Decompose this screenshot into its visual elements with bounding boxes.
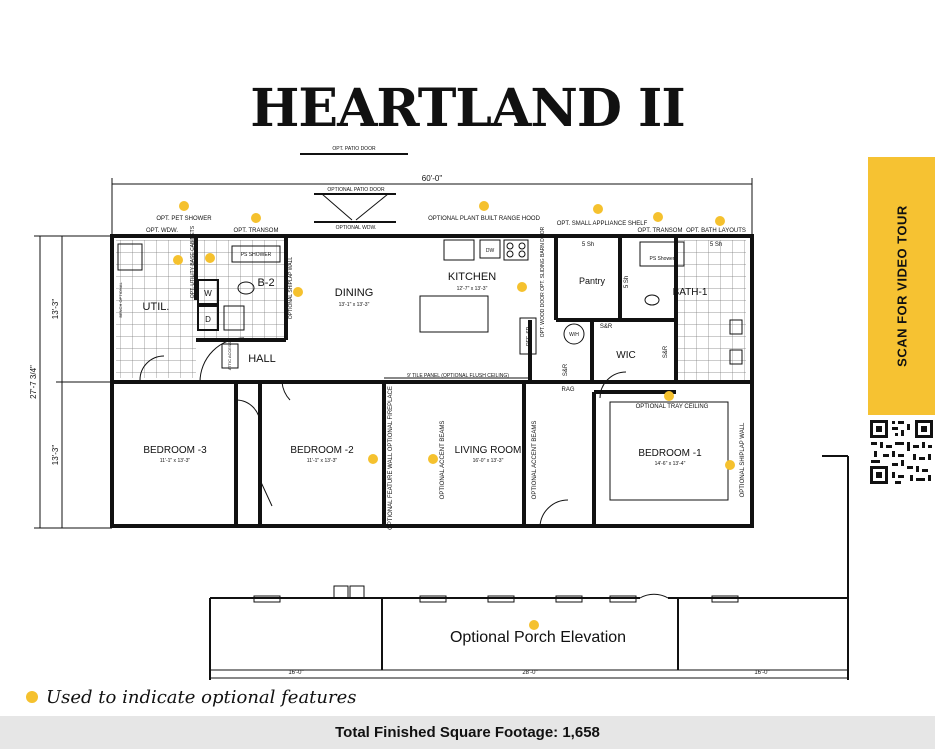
exterior-walls	[110, 234, 754, 528]
bedroom2-size: 11'-1" x 13'-3"	[307, 458, 338, 464]
optional-dot	[293, 287, 303, 297]
side-shelf-label: 5 Sh	[624, 276, 630, 288]
opt-pet-shower-label: OPT. PET SHOWER	[156, 216, 212, 222]
porch-outline: Optional Porch Elevation 16'-0" 28'-0" 1…	[209, 455, 849, 680]
bottom-depth-label: 13'-3"	[51, 445, 60, 466]
optional-dot	[428, 454, 438, 464]
opt-tray-ceiling-label: OPTIONAL TRAY CEILING	[636, 404, 709, 410]
util-label: UTIL.	[143, 301, 170, 313]
opt-appliance-shelf-label: OPT. SMALL APPLIANCE SHELF	[557, 221, 648, 227]
opt-utility-base-label: OPT. UTILITY BASE CABINETS	[190, 225, 196, 298]
door-swings	[139, 337, 627, 527]
fixtures: PS SHOWER W D B-2 DW REF. SP. W/H PS Sho…	[117, 239, 743, 393]
patio-door-detail: OPT. PATIO DOOR OPTIONAL PATIO DOOR	[300, 146, 408, 223]
bedroom1-label: BEDROOM -1	[638, 448, 702, 459]
ps-shower-right-label: PS Shower	[649, 256, 674, 262]
ref-label: REF. SP.	[526, 326, 532, 346]
dining-label: DINING	[335, 287, 374, 299]
sr-label-1: S&R	[600, 324, 613, 330]
optional-dot	[205, 253, 215, 263]
opt-wdw-label: OPT. WDW.	[146, 228, 178, 234]
optional-dot	[593, 204, 603, 214]
porch-left-dimension: 16'-0"	[288, 670, 303, 676]
pantry-label: Pantry	[579, 276, 606, 286]
bath1-label: BATH-1	[673, 287, 708, 298]
bedroom3-label: BEDROOM -3	[143, 445, 207, 456]
kitchen-label: KITCHEN	[448, 271, 496, 283]
sr-label-3: S&R	[563, 363, 569, 376]
rag-label: RAG	[561, 387, 574, 393]
opt-bath-layouts-label: OPT. BATH LAYOUTS	[686, 228, 746, 234]
porch-right-dimension: 16'-0"	[754, 670, 769, 676]
room-labels: UTIL. DINING 13'-1" x 13'-3" KITCHEN 12'…	[143, 271, 708, 467]
b2-label: B-2	[257, 277, 274, 289]
depth-dimensions: 27'-7 3/4" 13'-3" 13'-3"	[29, 235, 112, 529]
opt-plant-range-label: OPTIONAL PLANT BUILT RANGE HOOD	[428, 216, 540, 222]
ps-shower-left-label: PS SHOWER	[241, 252, 272, 258]
video-tour-label: SCAN FOR VIDEO TOUR	[894, 205, 909, 367]
qr-code[interactable]	[868, 418, 935, 486]
legend-dot-icon	[26, 691, 38, 703]
video-tour-banner[interactable]: SCAN FOR VIDEO TOUR	[868, 157, 935, 415]
overall-width-dimension: 60'-0"	[111, 174, 753, 234]
footer-bar: Total Finished Square Footage: 1,658	[0, 716, 935, 749]
opt-accent-beams-right-label: OPTIONAL ACCENT BEAMS	[532, 421, 538, 500]
opt-patio-door-top-label: OPT. PATIO DOOR	[332, 146, 376, 152]
washer-label: W	[204, 289, 212, 298]
opt-patio-door-label: OPTIONAL PATIO DOOR	[327, 187, 385, 193]
porch-center-dimension: 28'-0"	[522, 670, 537, 676]
opt-dining-wdw-label: OPTIONAL WDW.	[336, 225, 377, 231]
wic-label: WIC	[616, 350, 635, 361]
optional-dot	[368, 454, 378, 464]
bedroom1-size: 14'-6" x 13'-4"	[655, 461, 686, 467]
optional-dot	[653, 212, 663, 222]
bedroom3-size: 11'-1" x 13'-3"	[160, 458, 191, 464]
dining-size: 13'-1" x 13'-3"	[339, 302, 370, 308]
legend: Used to indicate optional features	[26, 684, 357, 710]
bench-optional-label: BENCH OPTIONAL	[118, 282, 123, 318]
optional-dot	[725, 460, 735, 470]
overall-width-label: 60'-0"	[422, 174, 443, 183]
optional-dot	[479, 201, 489, 211]
plan-title: HEARTLAND II	[250, 78, 685, 139]
opt-shiplap-bed1-label: OPTIONAL SHIPLAP WALL	[740, 422, 746, 497]
opt-accent-beams-left-label: OPTIONAL ACCENT BEAMS	[440, 421, 446, 500]
dw-label: DW	[486, 248, 495, 254]
living-room-label: LIVING ROOM	[455, 445, 522, 456]
optional-dot	[179, 201, 189, 211]
bath-shelf-label: 5 Sh	[710, 242, 722, 248]
bath1-tile	[676, 240, 746, 380]
porch-label: Optional Porch Elevation	[450, 629, 626, 646]
optional-dot	[173, 255, 183, 265]
bedroom2-label: BEDROOM -2	[290, 445, 354, 456]
kitchen-size: 12'-7" x 13'-3"	[457, 286, 488, 292]
opt-transom-right-label: OPT. TRANSOM	[638, 228, 683, 234]
util-tile	[116, 240, 196, 378]
opt-shiplap-b2-label: OPTIONAL SHIPLAP WALL	[288, 257, 294, 320]
attic-access-label: ATTIC ACCESS	[227, 341, 232, 370]
optional-dot	[251, 213, 261, 223]
pantry-shelf-label: 5 Sh	[582, 242, 594, 248]
sr-label-2: S&R	[663, 345, 669, 358]
total-square-footage: Total Finished Square Footage: 1,658	[335, 724, 600, 741]
opt-transom-left-label: OPT. TRANSOM	[234, 228, 279, 234]
legend-text: Used to indicate optional features	[46, 686, 357, 708]
ceiling-panel-label: 9' TILE PANEL (OPTIONAL FLUSH CEILING)	[407, 373, 509, 379]
top-depth-label: 13'-3"	[51, 299, 60, 320]
living-room-size: 16'-0" x 13'-3"	[473, 458, 504, 464]
opt-barn-door-label: OPT. WOOD DOOR OPT. SLIDING BARN DOOR	[540, 226, 546, 337]
tray-ceiling-outline	[609, 401, 729, 501]
optional-dot	[529, 620, 539, 630]
optional-dot	[715, 216, 725, 226]
option-labels: OPT. PET SHOWER OPT. WDW. OPT. TRANSOM O…	[146, 216, 746, 530]
opt-feature-wall-label: OPTIONAL FEATURE WALL OPTIONAL FIREPLACE	[388, 386, 394, 530]
overall-depth-label: 27'-7 3/4"	[29, 365, 38, 399]
optional-feature-markers	[173, 201, 735, 630]
hall-label: HALL	[248, 353, 276, 365]
optional-dot	[517, 282, 527, 292]
dryer-label: D	[205, 315, 211, 324]
optional-dot	[664, 391, 674, 401]
wh-label: W/H	[569, 332, 579, 338]
